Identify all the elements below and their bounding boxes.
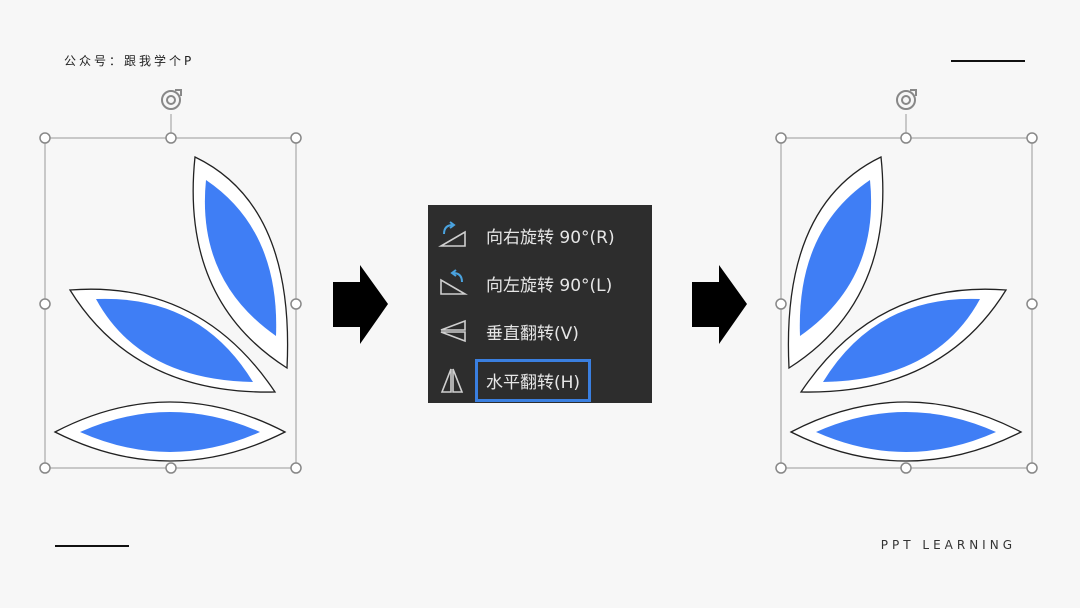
petal-group-flipped [787,156,1022,462]
brand-text: 公众号：跟我学个P [64,54,195,68]
shape-before[interactable] [39,89,302,474]
menu-item-rotate-right[interactable]: 向右旋转 90°(R) [438,215,642,255]
menu-item-label: 水平翻转(H) [474,358,592,402]
menu-item-label: 垂直翻转(V) [486,323,579,344]
resize-handle[interactable] [900,132,912,144]
resize-handle[interactable] [775,298,787,310]
resize-handle[interactable] [1026,462,1038,474]
shape-after[interactable] [775,89,1038,474]
menu-item-label: 向右旋转 90°(R) [486,227,615,248]
resize-handle[interactable] [1026,132,1038,144]
resize-handle[interactable] [39,462,51,474]
flip-vertical-icon [438,316,472,346]
arrow-right-icon [692,265,747,344]
footer-tagline: PPT LEARNING [880,538,1016,552]
bottom-left-rule [55,545,129,547]
rotate-handle-icon[interactable] [161,89,182,110]
flip-horizontal-icon [438,365,472,395]
menu-item-flip-vertical[interactable]: 垂直翻转(V) [438,311,642,351]
resize-handle[interactable] [290,132,302,144]
resize-handle[interactable] [290,298,302,310]
arrow-right-icon [333,265,388,344]
top-right-rule [951,60,1025,62]
resize-handle[interactable] [775,462,787,474]
menu-item-rotate-left[interactable]: 向左旋转 90°(L) [438,263,642,303]
resize-handle[interactable] [39,132,51,144]
resize-handle[interactable] [1026,298,1038,310]
resize-handle[interactable] [165,462,177,474]
rotate-right-icon [438,220,472,250]
resize-handle[interactable] [165,132,177,144]
rotate-flip-menu: 向右旋转 90°(R) 向左旋转 90°(L) 垂直翻转(V) 水平翻 [428,205,652,403]
rotate-left-icon [438,268,472,298]
resize-handle[interactable] [900,462,912,474]
resize-handle[interactable] [39,298,51,310]
menu-item-label: 向左旋转 90°(L) [486,275,613,296]
petal-group-original [54,156,289,462]
rotate-handle-icon[interactable] [896,89,917,110]
resize-handle[interactable] [290,462,302,474]
menu-item-flip-horizontal[interactable]: 水平翻转(H) [438,358,642,402]
resize-handle[interactable] [775,132,787,144]
